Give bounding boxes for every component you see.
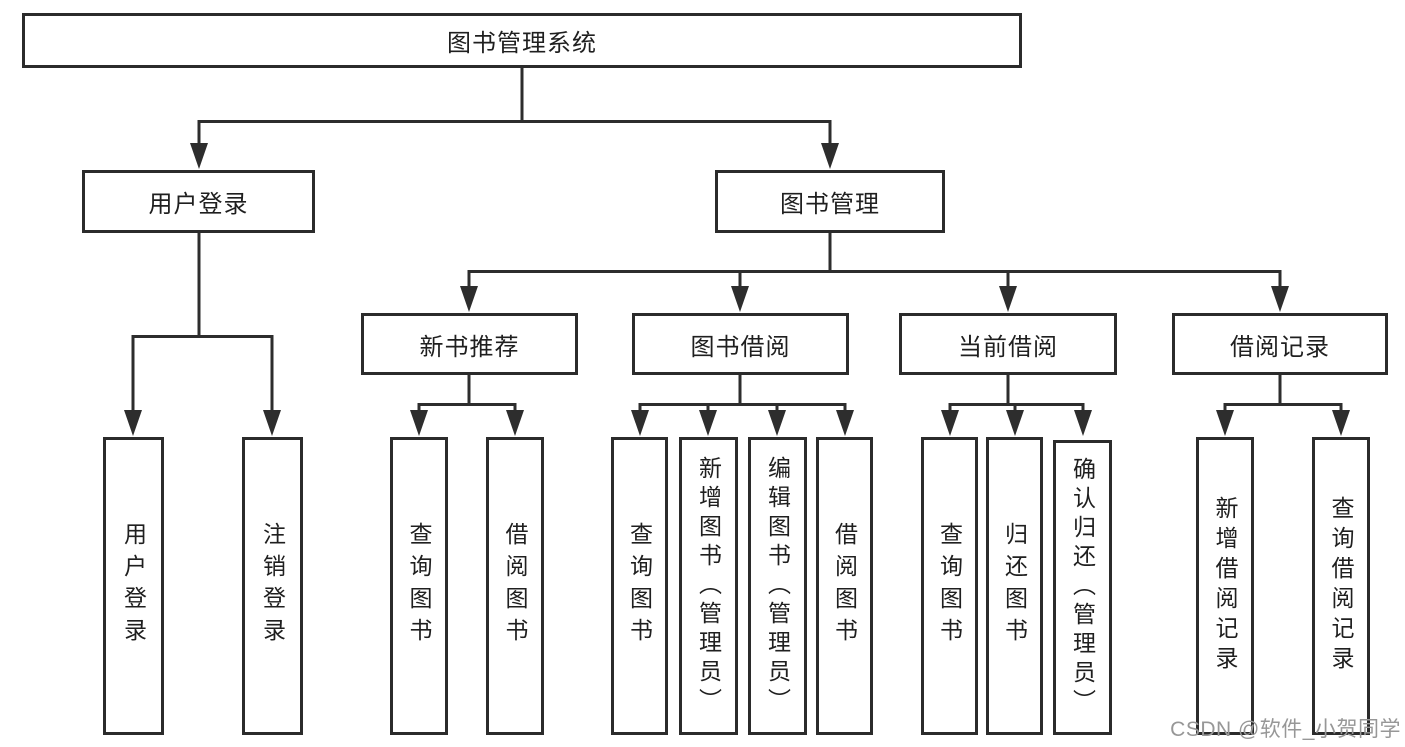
- arrow-down-icon: [1216, 410, 1234, 436]
- arrow-down-icon: [836, 410, 854, 436]
- leaf-borrow-books: 借阅图书: [816, 437, 873, 735]
- arrow-down-icon: [263, 410, 281, 436]
- arrow-down-icon: [768, 410, 786, 436]
- watermark-text: CSDN @软件_小贺同学: [1170, 718, 1401, 741]
- leaf-add-book-admin: 新增图书（管理员）: [679, 437, 738, 735]
- arrow-down-icon: [999, 286, 1017, 312]
- arrow-down-icon: [506, 410, 524, 436]
- arrow-down-icon: [821, 143, 839, 169]
- arrow-down-icon: [1074, 410, 1092, 436]
- connector-new-book-recommend-split: [417, 375, 517, 418]
- leaf-return-book: 归还图书: [986, 437, 1043, 735]
- leaf-logout: 注销登录: [242, 437, 303, 735]
- arrow-down-icon: [731, 286, 749, 312]
- arrow-down-icon: [1006, 410, 1024, 436]
- connector-book-borrow-split: [638, 375, 847, 418]
- leaf-borrow-books-recommend: 借阅图书: [486, 437, 544, 735]
- connector-root-split: [197, 68, 832, 150]
- arrow-down-icon: [460, 286, 478, 312]
- arrow-down-icon: [1271, 286, 1289, 312]
- arrow-down-icon: [190, 143, 208, 169]
- arrow-down-icon: [124, 410, 142, 436]
- node-current-borrow: 当前借阅: [899, 313, 1117, 375]
- connector-user-login-split: [131, 233, 274, 416]
- node-user-login: 用户登录: [82, 170, 315, 233]
- leaf-confirm-return-admin: 确认归还（管理员）: [1053, 440, 1112, 735]
- leaf-query-borrow-record: 查询借阅记录: [1312, 437, 1370, 735]
- connector-borrow-records-split: [1223, 375, 1343, 418]
- connector-book-management-split: [467, 233, 1282, 294]
- leaf-query-books-current: 查询图书: [921, 437, 978, 735]
- node-borrow-records: 借阅记录: [1172, 313, 1388, 375]
- node-new-book-recommend: 新书推荐: [361, 313, 578, 375]
- leaf-add-borrow-record: 新增借阅记录: [1196, 437, 1254, 735]
- arrow-down-icon: [699, 410, 717, 436]
- leaf-edit-book-admin: 编辑图书（管理员）: [748, 437, 807, 735]
- arrow-down-icon: [941, 410, 959, 436]
- node-book-borrow: 图书借阅: [632, 313, 849, 375]
- leaf-query-books-borrow: 查询图书: [611, 437, 668, 735]
- leaf-user-login: 用户登录: [103, 437, 164, 735]
- leaf-query-books-recommend: 查询图书: [390, 437, 448, 735]
- arrowheads: [124, 143, 1350, 436]
- node-book-management: 图书管理: [715, 170, 945, 233]
- node-root: 图书管理系统: [22, 13, 1022, 68]
- arrow-down-icon: [410, 410, 428, 436]
- arrow-down-icon: [1332, 410, 1350, 436]
- arrow-down-icon: [631, 410, 649, 436]
